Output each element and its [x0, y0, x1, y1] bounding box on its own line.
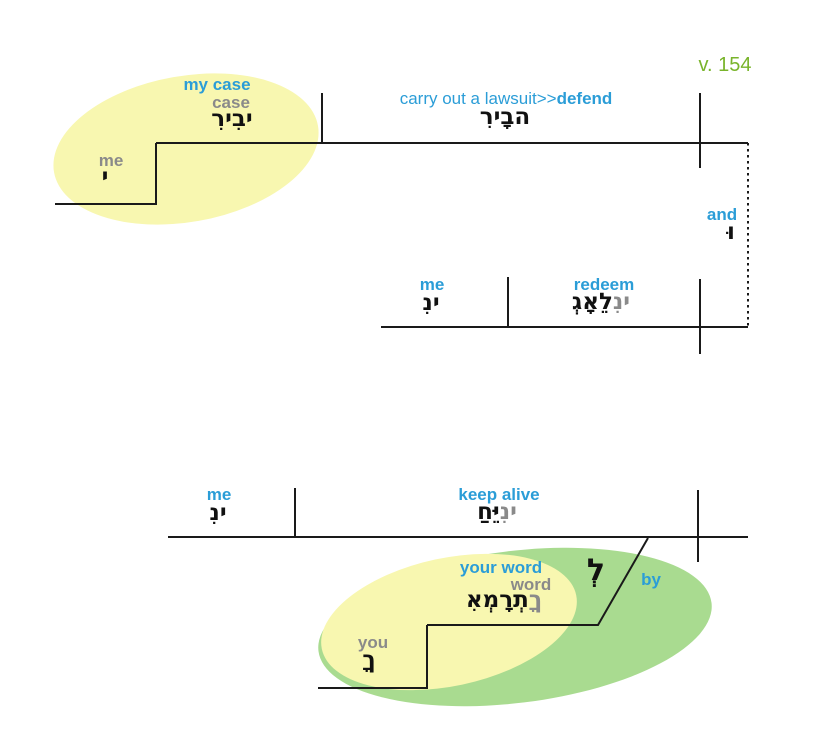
clause3-predicate-hebrew-main: חַיֵּ: [477, 499, 500, 525]
clause1-suffix-gloss: me: [98, 151, 124, 170]
clause1-subject-gloss-word: case: [212, 93, 250, 112]
clause1-predicate-gloss-bold: defend: [556, 89, 613, 108]
prep-suffix-hebrew: ךָ: [362, 647, 376, 673]
prep-object-hebrew-suffix: ךָ: [528, 587, 543, 613]
preposition-gloss: by: [641, 570, 661, 589]
verse-number: v. 154: [698, 54, 752, 76]
clause3-predicate-hebrew: חַיֵּנִי: [477, 501, 517, 524]
clause1-predicate-hebrew: רִיבָה: [479, 104, 531, 130]
preposition-slant-and-object-line: [427, 537, 649, 626]
clause1-predicate-gloss-plain: carry out a lawsuit>>: [399, 89, 557, 108]
clause2-predicate-hebrew: גְאָלֵנִי: [572, 291, 630, 314]
prep-object-gloss-word: word: [510, 575, 552, 594]
clause3-predicate-gloss: keep alive: [458, 485, 540, 504]
prep-object-hebrew-main: אִמְרָתְ: [465, 587, 529, 613]
clause2-predicate-hebrew-suffix: נִי: [612, 289, 631, 315]
conjunction-gloss: and: [706, 205, 738, 224]
clause2-predicate-hebrew-main: גְאָלֵ: [571, 289, 613, 315]
highlight-ellipse-word-yellow: [321, 553, 577, 691]
clause1-predicate-gloss: carry out a lawsuit>>defend: [400, 90, 613, 108]
preposition-hebrew: לְ: [586, 553, 606, 588]
clause3-object-gloss: me: [206, 485, 232, 504]
conjunction-hebrew: וּ: [727, 219, 735, 245]
clause2-object-hebrew: נִי: [422, 290, 440, 316]
clause2-predicate-gloss: redeem: [573, 275, 635, 294]
prep-object-gloss-full: your word: [459, 558, 543, 577]
prep-suffix-gloss: you: [357, 633, 389, 652]
prep-object-hebrew: אִמְרָתְךָ: [466, 589, 542, 612]
clause1-suffix-hebrew: י: [101, 164, 109, 190]
clause3-predicate-hebrew-suffix: נִי: [499, 499, 517, 525]
prep-object-suffix-step: [318, 625, 428, 689]
clause1-subject-hebrew: רִיבִי: [211, 106, 253, 132]
highlight-ellipse-subject-yellow: [53, 73, 319, 225]
clause3-object-hebrew: נִי: [209, 500, 227, 526]
clause2-object-gloss: me: [419, 275, 445, 294]
clause1-subject-suffix-step: [55, 143, 157, 205]
clause1-subject-gloss-full: my case: [183, 75, 251, 94]
